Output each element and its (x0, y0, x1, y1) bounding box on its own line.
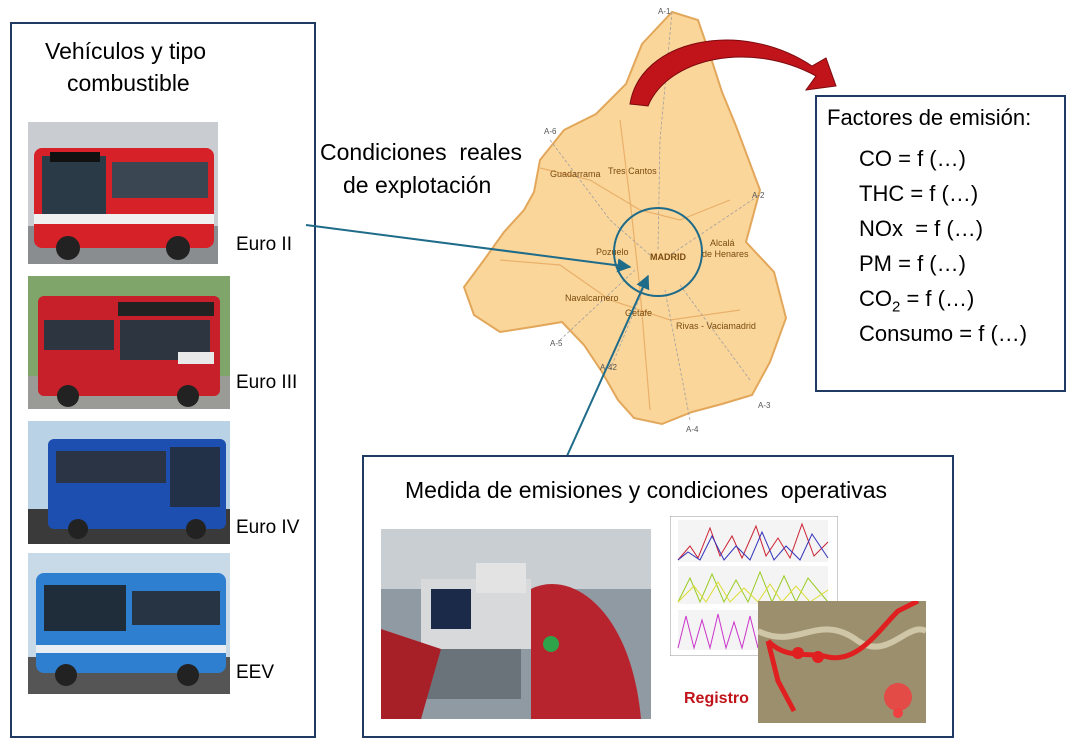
formula-co: CO = f (…) (859, 146, 966, 171)
map-road-a1: A-1 (658, 7, 671, 16)
bus-photo-eev (28, 553, 230, 694)
bus-euro-iii-illustration (28, 276, 230, 409)
emission-factors-panel: Factores de emisión: CO = f (…) THC = f … (815, 95, 1066, 392)
formula-thc: THC = f (…) (859, 181, 979, 206)
measure-title: Medida de emisiones y condiciones operat… (405, 477, 887, 503)
formula-co2-subscript: 2 (892, 298, 901, 316)
label-euro-iii: Euro III (236, 372, 298, 393)
vehicles-title-line2: combustible (67, 70, 190, 96)
formula-consumo: Consumo = f (…) (859, 321, 1028, 346)
formula-co2-rest: = f (…) (900, 286, 975, 311)
bus-eev-illustration (28, 553, 230, 694)
conditions-line1: Condiciones reales (320, 139, 523, 165)
map-road-a5: A-5 (550, 339, 563, 348)
conditions-line2: de explotación (343, 172, 492, 198)
map-label-getafe: Getafe (625, 308, 652, 318)
bus-photo-euro-iii (28, 276, 230, 409)
label-euro-ii: Euro II (236, 234, 292, 255)
map-road-a42: A-42 (600, 363, 617, 372)
equipment-photo (381, 529, 651, 719)
bus-euro-iv-illustration (28, 421, 230, 544)
map-road-a2: A-2 (752, 191, 765, 200)
map-label-henares: de Henares (702, 249, 749, 259)
equipment-illustration (381, 529, 651, 719)
map-region-shape (462, 10, 788, 426)
map-label-rivas: Rivas - Vaciamadrid (676, 321, 756, 331)
map-road-a6: A-6 (544, 127, 557, 136)
map-road-a3: A-3 (758, 401, 771, 410)
map-label-navalcarnero: Navalcarnero (565, 293, 619, 303)
vehicles-title-line1: Vehículos y tipo (45, 38, 207, 64)
madrid-region-map: MADRID Tres Cantos Guadarrama Pozuelo Al… (462, 7, 788, 434)
registro-label: Registro (684, 690, 749, 707)
formula-co2: CO2 = f (…) (859, 281, 974, 324)
bus-photo-euro-ii (28, 122, 218, 264)
map-label-madrid: MADRID (650, 252, 686, 262)
map-label-alcala: Alcalá (710, 238, 735, 248)
route-map-illustration (758, 601, 926, 723)
map-label-guadarrama: Guadarrama (550, 169, 601, 179)
map-road-a4: A-4 (686, 425, 699, 434)
formula-nox: NOx = f (…) (859, 216, 984, 241)
bus-euro-ii-illustration (28, 122, 218, 264)
map-label-pozuelo: Pozuelo (596, 247, 629, 257)
label-euro-iv: Euro IV (236, 517, 300, 538)
factors-title: Factores de emisión: (827, 105, 1032, 130)
bus-photo-euro-iv (28, 421, 230, 544)
route-map-photo (758, 601, 926, 723)
map-label-tres-cantos: Tres Cantos (608, 166, 657, 176)
formula-co2-base: CO (859, 286, 892, 311)
label-eev: EEV (236, 662, 275, 683)
formula-pm: PM = f (…) (859, 251, 966, 276)
